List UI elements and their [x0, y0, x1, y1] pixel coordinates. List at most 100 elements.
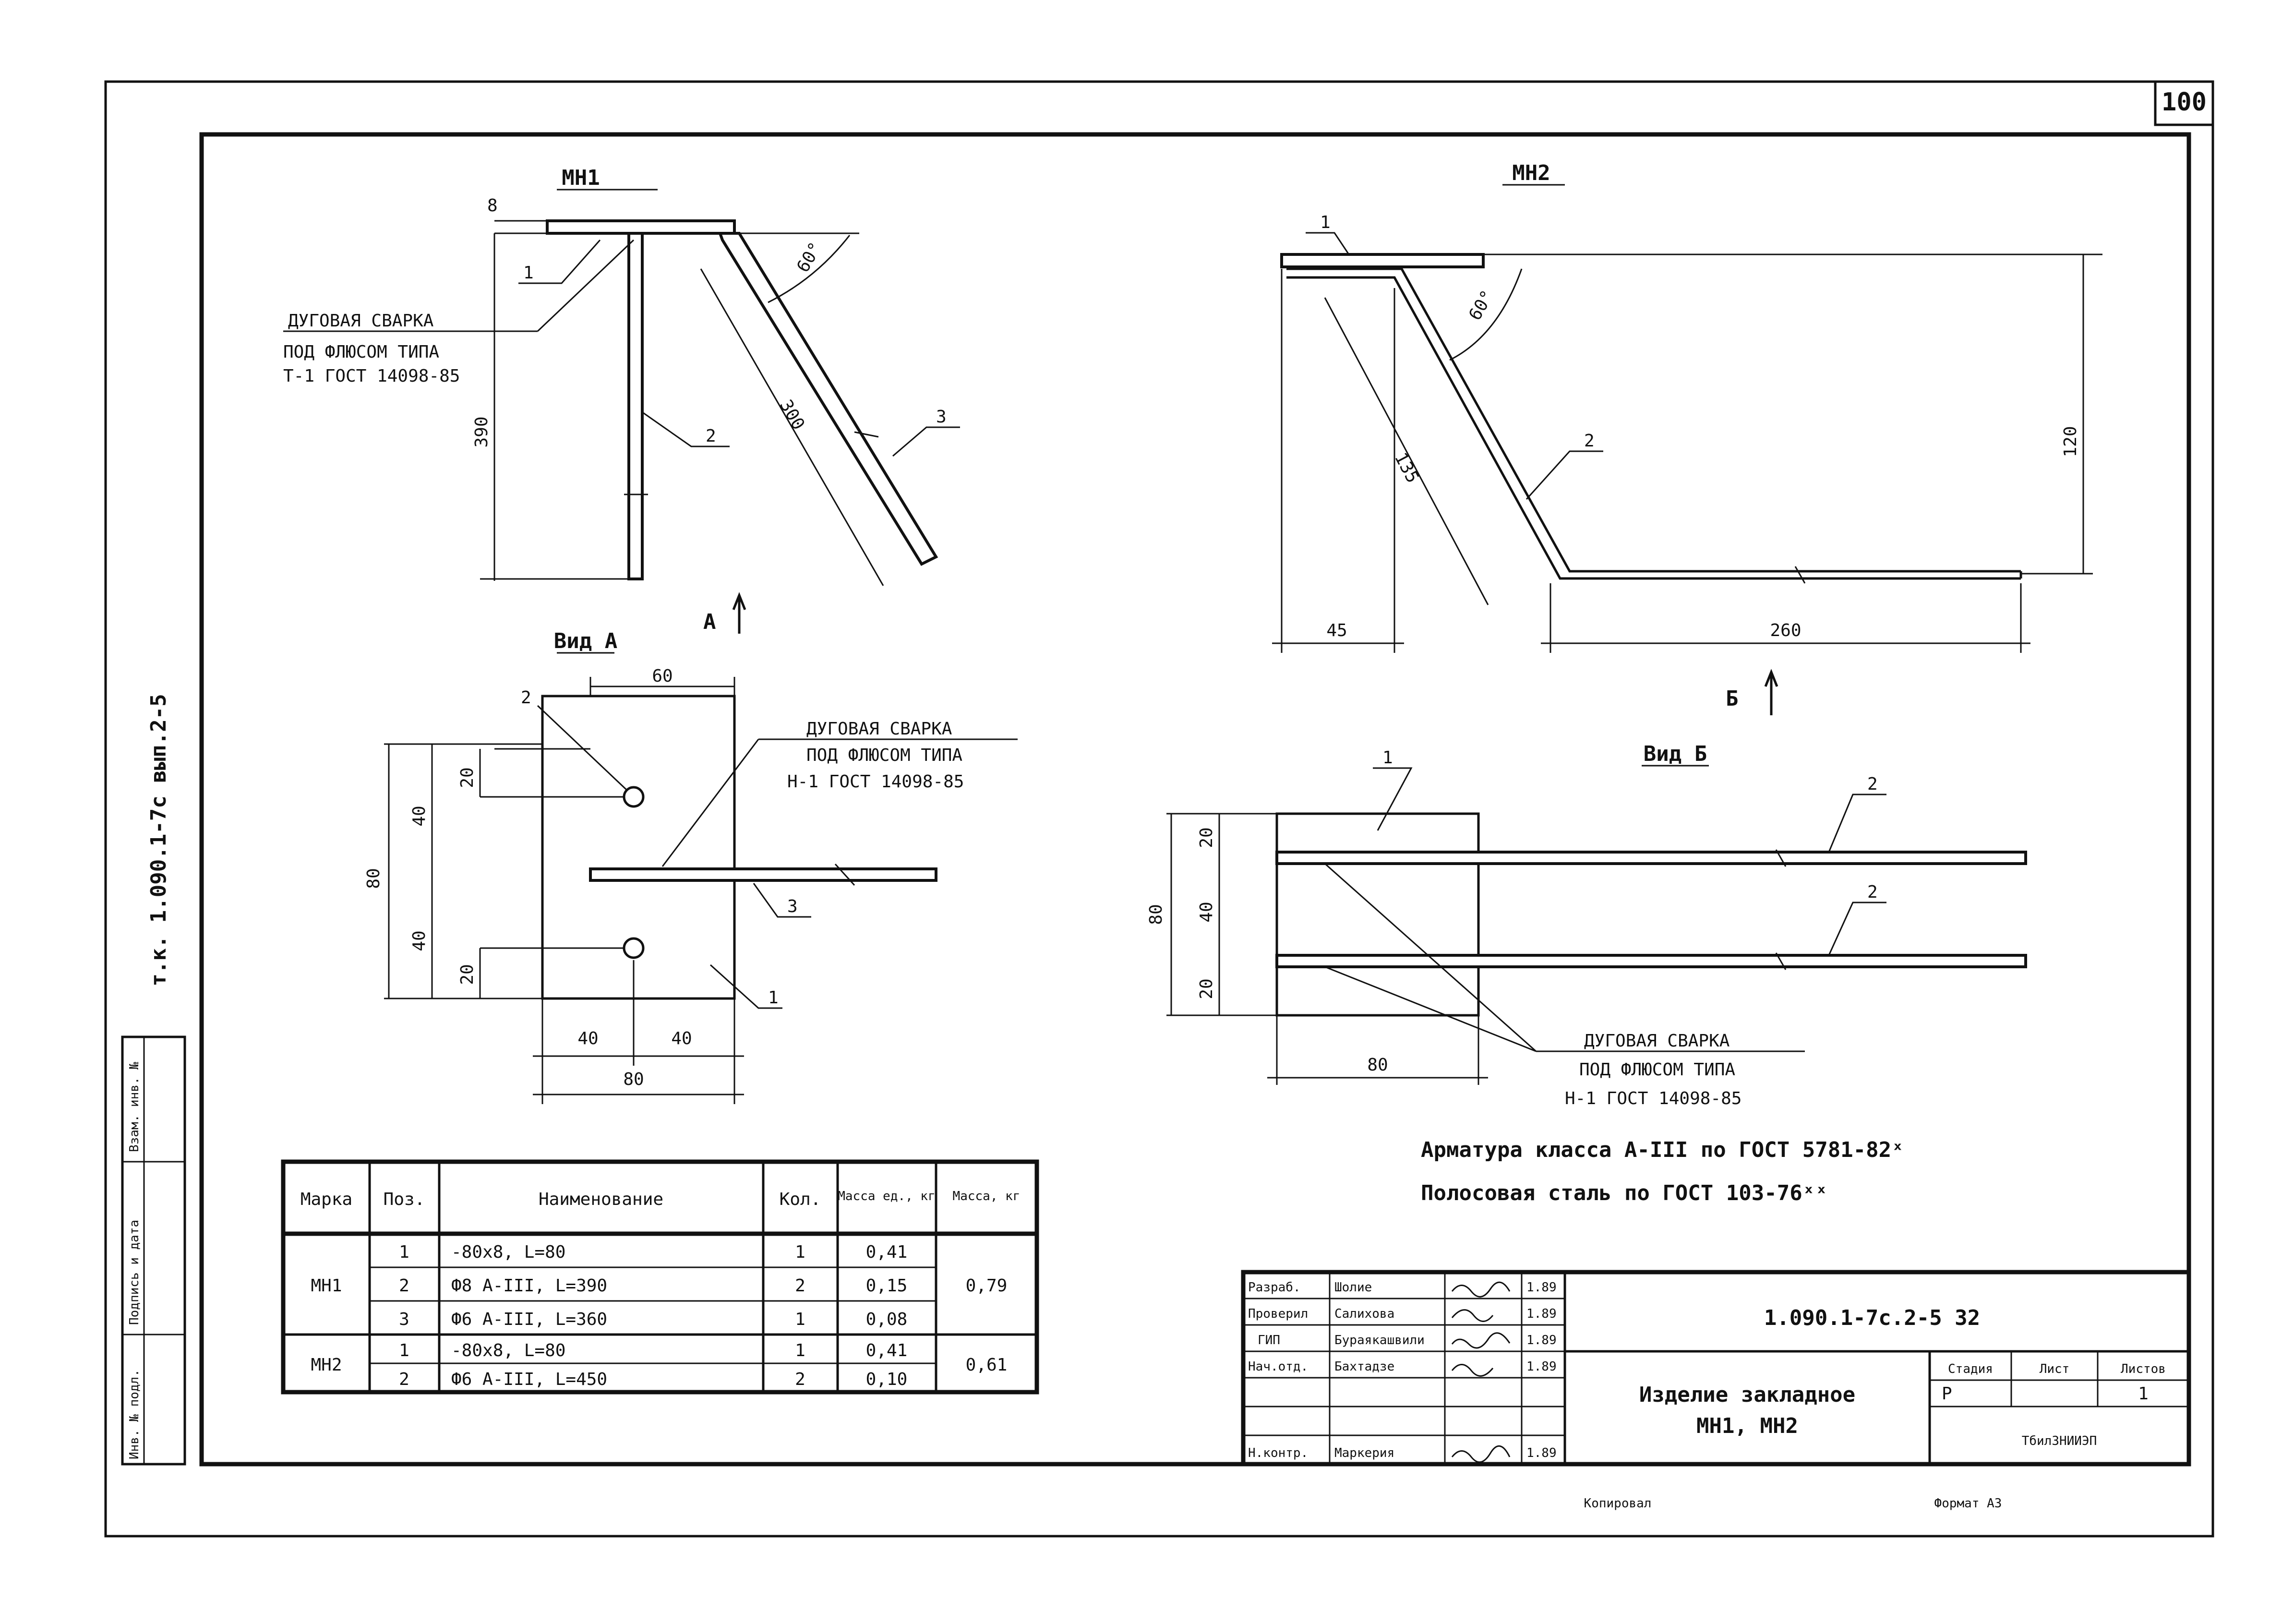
- pos-b-1: 1: [1382, 748, 1393, 768]
- view-a-title: Вид А: [554, 629, 617, 653]
- weld-b-line2: ПОД ФЛЮСОМ ТИПА: [1579, 1060, 1735, 1080]
- dim-mn2-260: 260: [1770, 621, 1801, 640]
- dim-mn2-135: 135: [1391, 449, 1423, 486]
- cell-pos: 2: [399, 1370, 409, 1389]
- tb-name-2: Бураякашвили: [1334, 1333, 1425, 1347]
- tb-org: ТбилЗНИИЭП: [2022, 1434, 2097, 1448]
- weld-a-line2: ПОД ФЛЮСОМ ТИПА: [806, 746, 962, 765]
- tb-role-6: Н.контр.: [1248, 1446, 1308, 1460]
- pos-mn1-3: 3: [936, 407, 947, 427]
- tb-name-0: Шолие: [1334, 1280, 1372, 1295]
- tb-sheets-total: 1: [2138, 1384, 2149, 1404]
- tb-name-1: Салихова: [1334, 1307, 1394, 1321]
- view-a: Вид А 60 80 40 40 20 20 40 4: [364, 629, 1018, 1104]
- dim-a-80b: 80: [623, 1070, 644, 1089]
- weld-b-line3: Н-1 ГОСТ 14098-85: [1565, 1089, 1742, 1108]
- dim-mn1-390: 390: [472, 416, 492, 447]
- dim-a-40c: 40: [577, 1029, 598, 1048]
- pos-mn2-1: 1: [1320, 213, 1331, 232]
- row-mark-mn2: МН2: [311, 1355, 342, 1375]
- tb-doc-code: 1.090.1-7с.2-5 32: [1764, 1306, 1980, 1330]
- view-mn2: МН2 120 135 45 260 60° 1 2 Б: [1272, 161, 2102, 715]
- signature: [1451, 1309, 1494, 1322]
- cell-unit-mass: 0,41: [866, 1242, 908, 1262]
- dim-b-20b: 20: [1197, 978, 1216, 999]
- tb-stage-label: Стадия: [1948, 1362, 1993, 1376]
- cell-unit-mass: 0,08: [866, 1310, 908, 1329]
- pos-a-1: 1: [768, 988, 779, 1008]
- dim-a-20b: 20: [457, 964, 477, 985]
- note-strip-steel: Полосовая сталь по ГОСТ 103-76ˣˣ: [1421, 1181, 1828, 1205]
- signature: [1451, 1281, 1511, 1298]
- th-qty: Кол.: [780, 1190, 821, 1209]
- th-mark: Марка: [300, 1190, 352, 1209]
- tb-stage: Р: [1942, 1384, 1952, 1404]
- th-name: Наименование: [539, 1190, 663, 1209]
- tb-name-3: Бахтадзе: [1334, 1359, 1394, 1374]
- th-pos: Поз.: [384, 1190, 425, 1209]
- cell-qty: 2: [795, 1370, 805, 1389]
- view-b: Вид Б 80 20 40 20 80 1 2 2 ДУГОВАЯ СВАР: [1146, 742, 2027, 1108]
- side-box-2: Подпись и дата: [127, 1220, 142, 1325]
- cell-qty: 1: [795, 1242, 805, 1262]
- cell-qty: 1: [795, 1341, 805, 1360]
- sheet-number: 100: [2162, 88, 2207, 117]
- signature: [1451, 1445, 1511, 1463]
- tb-date-2: 1.89: [1526, 1333, 1557, 1347]
- dim-b-40: 40: [1197, 902, 1216, 922]
- title-block: Разраб. Проверил ГИП Нач.отд. Н.контр. Ш…: [1241, 1270, 2191, 1467]
- tb-role-1: Проверил: [1248, 1307, 1308, 1321]
- dim-b-20a: 20: [1197, 827, 1216, 848]
- angle-mn2: 60°: [1465, 287, 1498, 324]
- dim-a-60: 60: [652, 666, 673, 686]
- side-stamp: Инв. № подл. Подпись и дата Взам. инв. №: [121, 1035, 186, 1466]
- weld-a-line3: Н-1 ГОСТ 14098-85: [787, 772, 964, 792]
- weld-mn1-line3: Т-1 ГОСТ 14098-85: [283, 366, 460, 386]
- row-total-mn2: 0,61: [966, 1355, 1008, 1375]
- dim-mn2-120: 120: [2061, 426, 2080, 457]
- cell-unit-mass: 0,15: [866, 1276, 908, 1296]
- note-rebar: Арматура класса А-III по ГОСТ 5781-82ˣ: [1421, 1138, 1904, 1162]
- cell-name: Ф6 А-III, L=360: [451, 1310, 607, 1329]
- th-unit-mass: Масса ед., кг: [838, 1189, 936, 1203]
- pos-b-2b: 2: [1867, 882, 1878, 902]
- dim-a-20a: 20: [457, 767, 477, 788]
- arrow-b-label: Б: [1726, 686, 1739, 711]
- arrow-a-label: А: [703, 610, 716, 634]
- tb-role-0: Разраб.: [1248, 1280, 1301, 1295]
- cell-pos: 3: [399, 1310, 409, 1329]
- weld-b-line1: ДУГОВАЯ СВАРКА: [1584, 1031, 1730, 1051]
- format-label: Формат А3: [1934, 1496, 2002, 1511]
- side-reference: т.к. 1.090.1-7с вып.2-5: [146, 694, 171, 986]
- cell-qty: 2: [795, 1276, 805, 1296]
- cell-name: Ф6 А-III, L=450: [451, 1370, 607, 1389]
- pos-b-2a: 2: [1867, 774, 1878, 794]
- pos-a-2: 2: [521, 688, 531, 708]
- dim-a-40a: 40: [409, 806, 429, 826]
- view-mn2-title: МН2: [1512, 161, 1550, 185]
- tb-date-0: 1.89: [1526, 1280, 1557, 1295]
- pos-mn1-1: 1: [523, 263, 534, 283]
- tb-name-6: Маркерия: [1334, 1446, 1394, 1460]
- tb-date-3: 1.89: [1526, 1359, 1557, 1374]
- pos-mn2-2: 2: [1584, 431, 1595, 451]
- tb-date-1: 1.89: [1526, 1307, 1557, 1321]
- weld-mn1-line2: ПОД ФЛЮСОМ ТИПА: [283, 342, 439, 362]
- row-total-mn1: 0,79: [966, 1276, 1008, 1296]
- pos-mn1-2: 2: [706, 426, 716, 446]
- dim-a-40d: 40: [671, 1029, 692, 1048]
- cell-name: -80х8, L=80: [451, 1242, 565, 1262]
- cell-qty: 1: [795, 1310, 805, 1329]
- dim-mn2-45: 45: [1326, 621, 1347, 640]
- pos-a-3: 3: [787, 897, 798, 916]
- dim-mn1-8: 8: [487, 196, 498, 216]
- tb-product-line1: Изделие закладное: [1639, 1383, 1855, 1407]
- weld-a-line1: ДУГОВАЯ СВАРКА: [806, 719, 952, 739]
- dim-a-40b: 40: [409, 930, 429, 951]
- tb-sheets-label: Листов: [2121, 1362, 2166, 1376]
- tb-role-2: ГИП: [1258, 1333, 1280, 1347]
- cell-name: Ф8 А-III, L=390: [451, 1276, 607, 1296]
- tb-sheet-label: Лист: [2040, 1362, 2070, 1376]
- cell-pos: 1: [399, 1242, 409, 1262]
